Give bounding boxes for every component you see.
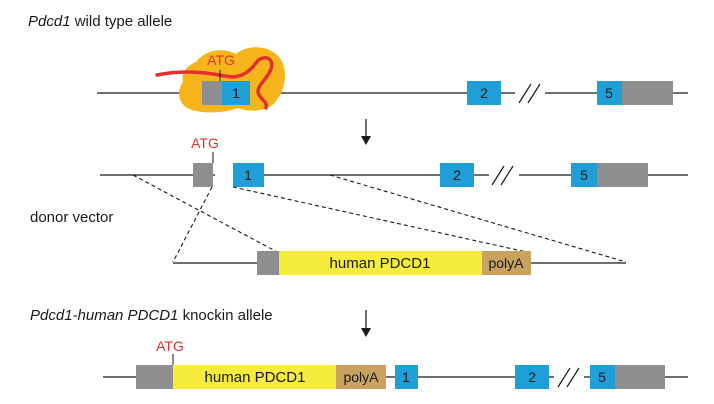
knockin-exon-2 — [515, 365, 549, 389]
donor-utr-5prime — [257, 251, 279, 275]
arrow-down-1-head — [361, 136, 371, 145]
knockin-utr-5prime — [136, 365, 173, 389]
donor-human-pdcd1-label: human PDCD1 — [330, 255, 431, 272]
cut-utr-5prime — [193, 163, 213, 187]
wild-type-break-gap — [515, 85, 545, 101]
homology-arm-line-right-inner — [232, 186, 532, 254]
knockin-human-pdcd1-block — [173, 365, 336, 389]
cut-exon-2-label: 2 — [453, 167, 461, 183]
wild-type-atg-label: ATG — [207, 52, 235, 68]
cut-break-mark-right — [500, 165, 514, 186]
wild-type-exon-2 — [467, 81, 501, 105]
knockin-exon-1-label: 1 — [402, 369, 410, 385]
cut-break-mark-left — [491, 165, 505, 186]
knockin-utr-3prime — [615, 365, 665, 389]
donor-polya-label: polyA — [488, 255, 524, 271]
knockin-break-mark-left — [557, 367, 571, 388]
wild-type-gene-name: Pdcd1 — [28, 13, 71, 30]
wild-type-exon-5-label: 5 — [605, 85, 613, 101]
homology-arm-line-right-outer — [329, 174, 627, 263]
cut-utr-3prime — [597, 163, 648, 187]
knockin-break-mark-right — [566, 367, 580, 388]
donor-polya-block — [482, 251, 531, 275]
cut-exon-1 — [233, 163, 264, 187]
homology-arm-line-left-inner — [172, 186, 213, 263]
knockin-exon-2-label: 2 — [528, 369, 536, 385]
donor-human-pdcd1-block — [279, 251, 482, 275]
wild-type-exon-5 — [597, 81, 622, 105]
wild-type-title: Pdcd1 wild type allele — [28, 13, 172, 30]
guide-rna-squiggle — [155, 56, 274, 110]
wild-type-utr-3prime — [622, 81, 673, 105]
wild-type-title-rest: wild type allele — [71, 13, 173, 30]
knockin-title-rest: knockin allele — [178, 307, 272, 324]
knockin-human-pdcd1-label: human PDCD1 — [205, 369, 306, 386]
cut-exon-1-label: 1 — [244, 167, 252, 183]
knockin-exon-5 — [590, 365, 615, 389]
knockin-polya-block — [336, 365, 386, 389]
cut-break-gap — [489, 167, 519, 183]
wild-type-break-mark-right — [527, 83, 541, 104]
cut-exon-5 — [571, 163, 597, 187]
knockin-title: Pdcd1-human PDCD1 knockin allele — [30, 307, 273, 324]
knockin-exon-5-label: 5 — [598, 369, 606, 385]
knockin-atg-label: ATG — [156, 338, 184, 354]
cut-exon-5-label: 5 — [580, 167, 588, 183]
donor-vector-title: donor vector — [30, 209, 113, 226]
wild-type-exon-1 — [222, 81, 250, 105]
wild-type-exon-2-label: 2 — [480, 85, 488, 101]
cut-exon-2 — [440, 163, 474, 187]
knockin-polya-label: polyA — [343, 369, 379, 385]
wild-type-exon-1-label: 1 — [232, 85, 240, 101]
wild-type-break-mark-left — [518, 83, 532, 104]
cut-site-gap — [215, 160, 233, 188]
knockin-gene-name: Pdcd1-human PDCD1 — [30, 307, 178, 324]
cut-atg-label: ATG — [191, 135, 219, 151]
knockin-break-gap — [554, 369, 584, 385]
wild-type-utr-5prime — [202, 81, 222, 105]
arrow-down-2-head — [361, 328, 371, 337]
knockin-exon-1 — [395, 365, 418, 389]
